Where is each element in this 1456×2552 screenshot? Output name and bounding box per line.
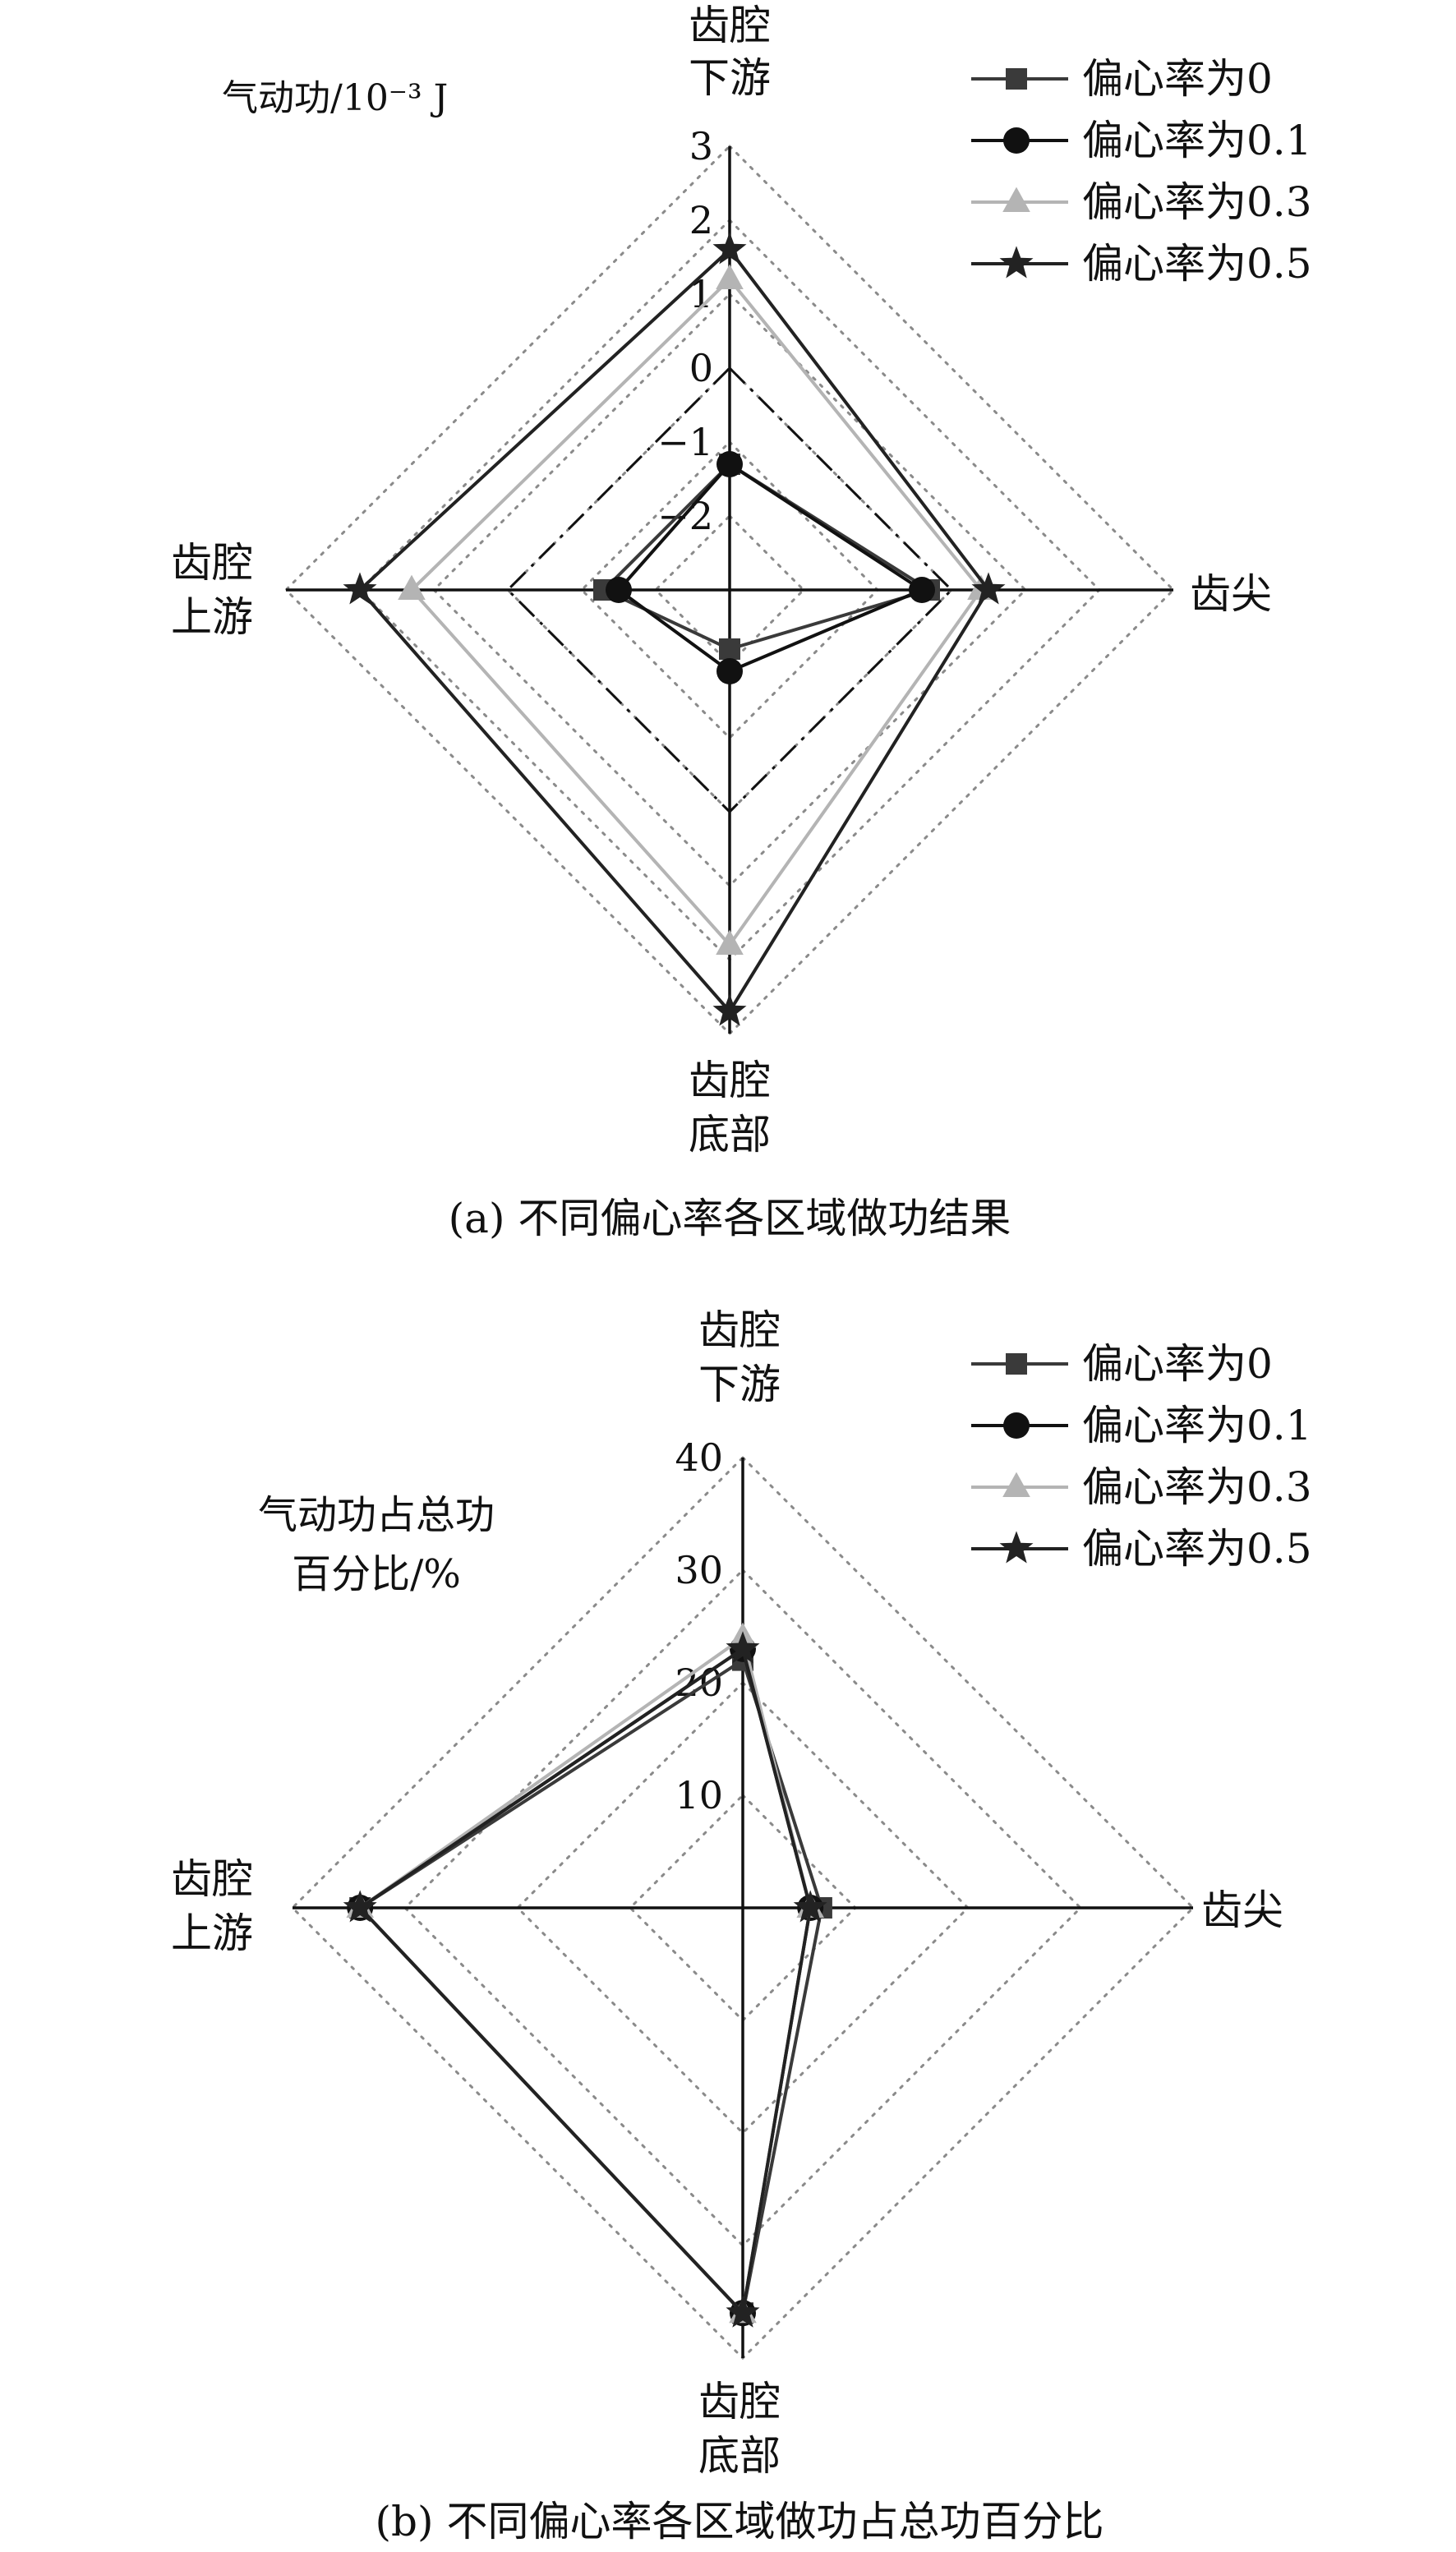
legend-label: 偏心率为0.5 [1082, 1525, 1312, 1573]
unit-label-line-1-b: 气动功占总功 [258, 1492, 495, 1538]
tick-label: 0 [689, 346, 713, 390]
tick-label: 2 [689, 198, 713, 242]
series-3 [343, 1631, 827, 2328]
series-point [726, 1631, 760, 1664]
axis-label-line: 齿腔 [689, 2, 771, 49]
unit-label-line-2-b: 百分比/% [292, 1551, 461, 1597]
caption-a: (a) 不同偏心率各区域做功结果 [449, 1195, 1011, 1242]
legend-marker [999, 1531, 1034, 1564]
tick-label: 1 [689, 272, 713, 316]
series-0 [593, 454, 940, 660]
axis-label-top-b: 齿腔 下游 [698, 1306, 781, 1408]
series-point [716, 451, 743, 477]
axis-label-line: 齿尖 [1190, 570, 1272, 618]
legend-label: 偏心率为0 [1082, 55, 1273, 103]
grid-ring [403, 1568, 1083, 2248]
axis-label-line: 齿腔 [698, 2378, 781, 2425]
series-point [606, 577, 632, 603]
axis-label-line: 上游 [171, 1909, 253, 1957]
axis-label-line: 底部 [689, 1111, 771, 1159]
series-point [909, 577, 935, 603]
axis-label-bottom-a: 齿腔 底部 [689, 1057, 771, 1159]
tick-label: 3 [689, 124, 713, 168]
axis-label-line: 下游 [689, 54, 771, 102]
series-point [716, 658, 743, 684]
series-point [726, 2295, 760, 2328]
legend-marker [1003, 1412, 1030, 1439]
series-point [716, 264, 744, 289]
legend-marker [999, 246, 1034, 279]
axis-label-line: 齿腔 [689, 1057, 771, 1104]
legend-item: 偏心率为0.5 [971, 240, 1312, 288]
series-point [971, 572, 1006, 605]
caption-b: (b) 不同偏心率各区域做功占总功百分比 [376, 2498, 1104, 2545]
series-1 [347, 1635, 824, 2327]
grid-ring [579, 440, 880, 740]
radar-axes-b [293, 1458, 1193, 2358]
series-point [712, 232, 747, 265]
axis-label-line: 底部 [698, 2432, 781, 2480]
series-group-b [343, 1622, 832, 2328]
legend-item: 偏心率为0 [971, 1340, 1273, 1388]
legend-b: 偏心率为0 偏心率为0.1 偏心率为0.3 偏心率为0.5 [971, 1340, 1312, 1573]
axis-label-line: 下游 [698, 1361, 781, 1408]
tick-label: 30 [675, 1548, 723, 1592]
series-group-a [343, 232, 1006, 1026]
axis-label-line: 齿腔 [698, 1306, 781, 1354]
grid-ring [431, 292, 1028, 888]
legend-marker [1006, 68, 1027, 90]
legend-label: 偏心率为0.3 [1082, 178, 1312, 226]
legend-marker [1002, 187, 1030, 212]
unit-label-a: 气动功/10⁻³ J [222, 77, 448, 119]
legend-item: 偏心率为0.3 [971, 178, 1312, 226]
axis-label-line: 齿腔 [171, 1855, 253, 1903]
axis-label-left-b: 齿腔 上游 [171, 1855, 253, 1957]
series-point [343, 1890, 377, 1923]
series-line [357, 1657, 823, 2317]
legend-item: 偏心率为0.3 [971, 1463, 1312, 1511]
tick-label: −1 [657, 420, 713, 464]
legend-label: 偏心率为0.1 [1082, 117, 1312, 164]
series-point [719, 638, 740, 660]
series-point [712, 993, 747, 1026]
axis-label-left-a: 齿腔 上游 [171, 539, 253, 641]
legend-a: 偏心率为0 偏心率为0.1 偏心率为0.3 偏心率为0.5 [971, 55, 1312, 288]
legend-label: 偏心率为0 [1082, 1340, 1273, 1388]
series-1 [606, 451, 935, 684]
axis-label-line: 齿尖 [1201, 1886, 1283, 1934]
series-3 [343, 232, 1006, 1026]
legend-item: 偏心率为0 [971, 55, 1273, 103]
axis-label-line: 齿腔 [171, 539, 253, 587]
tick-label: 40 [675, 1435, 723, 1480]
axis-label-bottom-b: 齿腔 底部 [698, 2378, 781, 2480]
axis-label-right-b: 齿尖 [1201, 1886, 1283, 1934]
series-point [343, 572, 377, 605]
series-point [716, 929, 744, 955]
legend-item: 偏心率为0.5 [971, 1525, 1312, 1573]
tick-label: 10 [675, 1773, 723, 1817]
legend-item: 偏心率为0.1 [971, 1402, 1312, 1449]
series-point [398, 574, 426, 600]
legend-item: 偏心率为0.1 [971, 117, 1312, 164]
legend-label: 偏心率为0.3 [1082, 1463, 1312, 1511]
axis-label-top-a: 齿腔 下游 [689, 2, 771, 102]
legend-label: 偏心率为0.5 [1082, 240, 1312, 288]
axis-label-line: 上游 [171, 593, 253, 641]
legend-label: 偏心率为0.1 [1082, 1402, 1312, 1449]
legend-marker [1003, 127, 1030, 154]
axis-label-right-a: 齿尖 [1190, 570, 1272, 618]
series-point [793, 1890, 827, 1923]
legend-marker [1006, 1353, 1027, 1375]
legend-marker [1002, 1472, 1030, 1497]
series-line [601, 462, 933, 652]
radar-axes-a [286, 146, 1173, 1034]
